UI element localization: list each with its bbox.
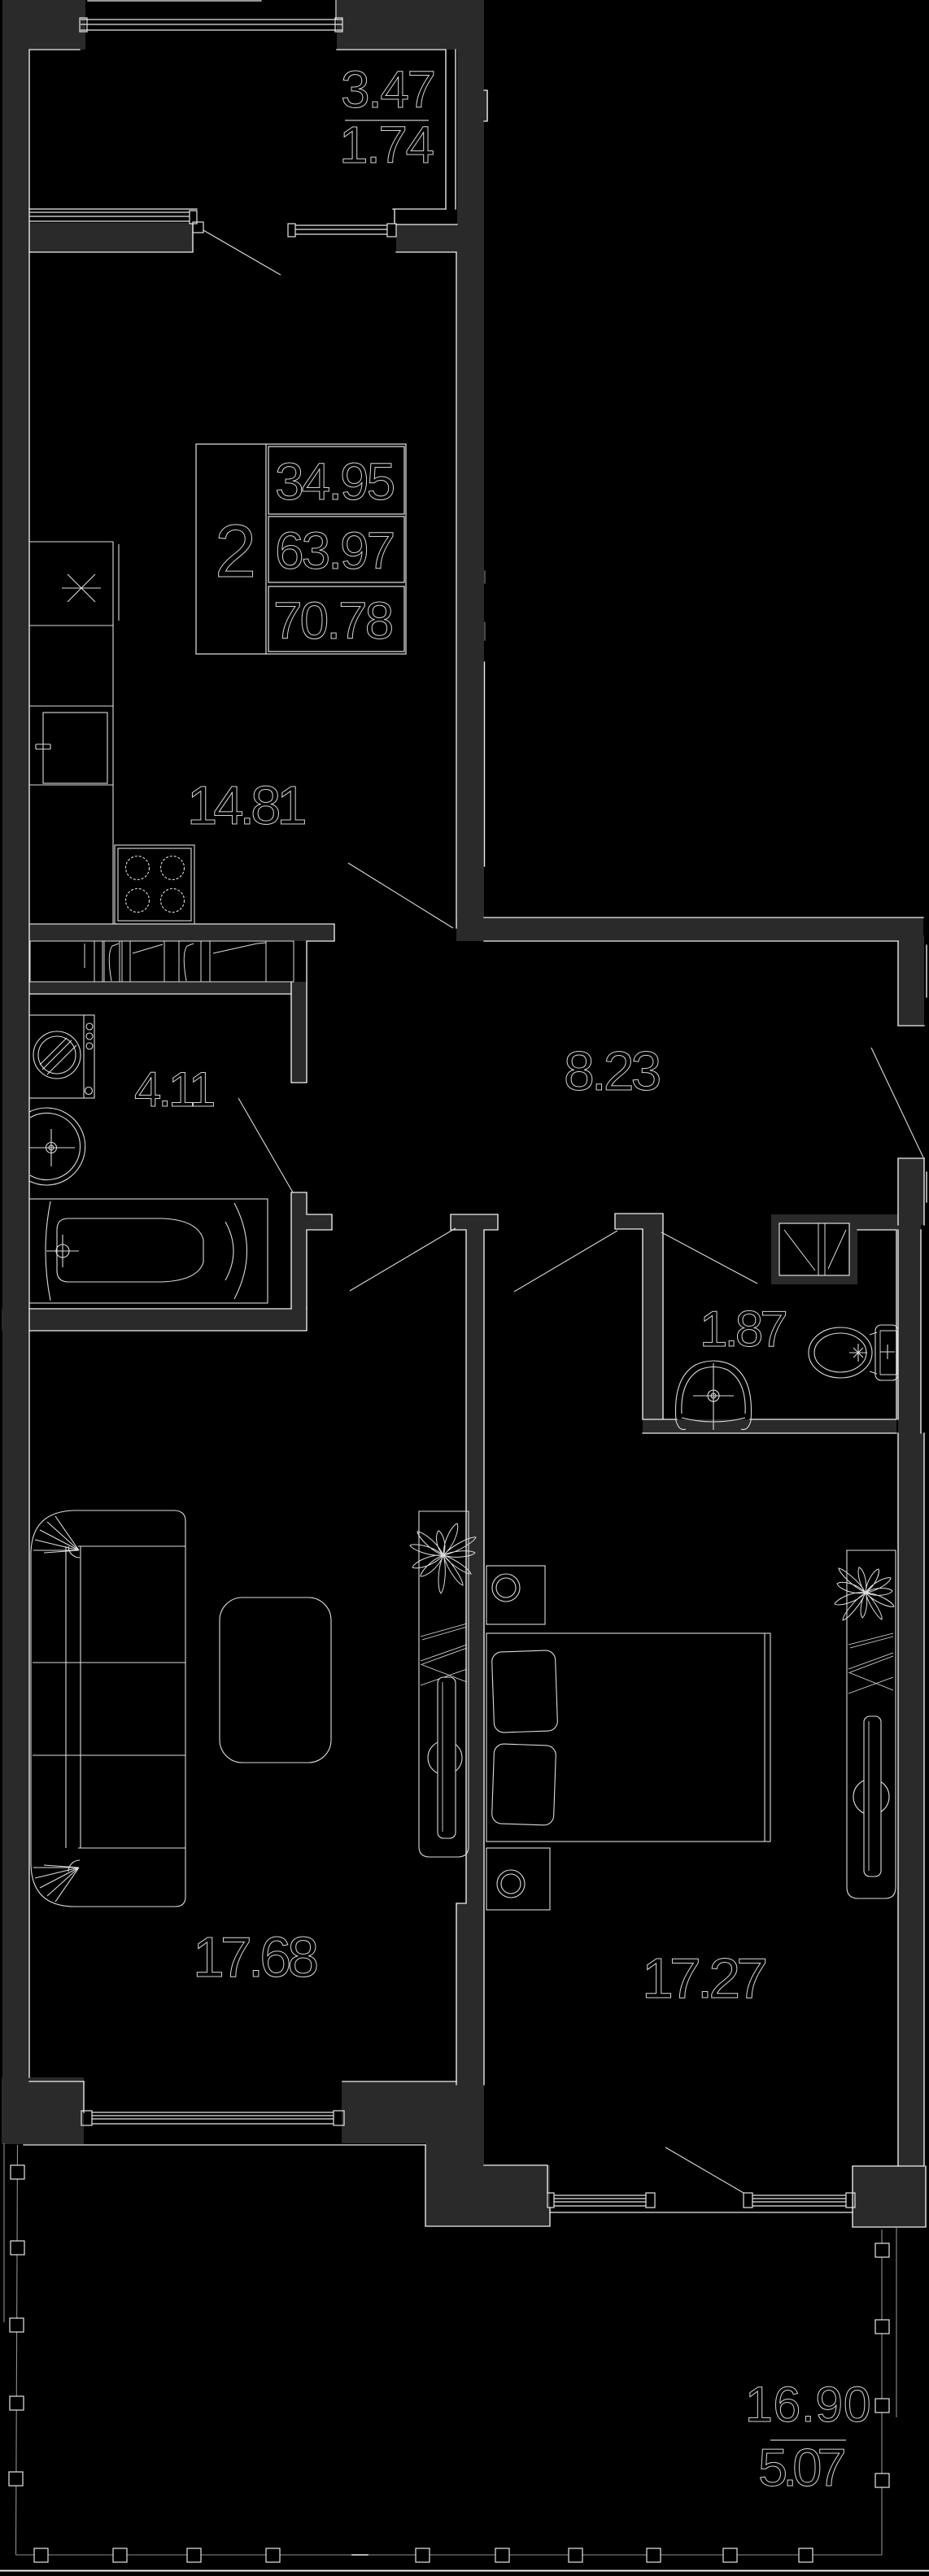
- svg-text:1.74: 1.74: [339, 116, 433, 174]
- svg-text:17.68: 17.68: [193, 1925, 316, 1989]
- svg-text:16.90: 16.90: [745, 2377, 871, 2432]
- svg-text:14.81: 14.81: [187, 775, 304, 836]
- svg-text:70.78: 70.78: [273, 591, 392, 650]
- svg-text:63.97: 63.97: [275, 521, 394, 580]
- svg-text:34.95: 34.95: [275, 452, 394, 511]
- svg-text:5.07: 5.07: [758, 2438, 844, 2497]
- svg-text:1.87: 1.87: [700, 1301, 786, 1358]
- svg-text:4.11: 4.11: [134, 1062, 214, 1117]
- svg-text:17.27: 17.27: [642, 1946, 765, 2010]
- svg-text:2: 2: [215, 510, 256, 593]
- svg-text:3.47: 3.47: [341, 60, 434, 119]
- svg-text:8.23: 8.23: [564, 1040, 660, 1102]
